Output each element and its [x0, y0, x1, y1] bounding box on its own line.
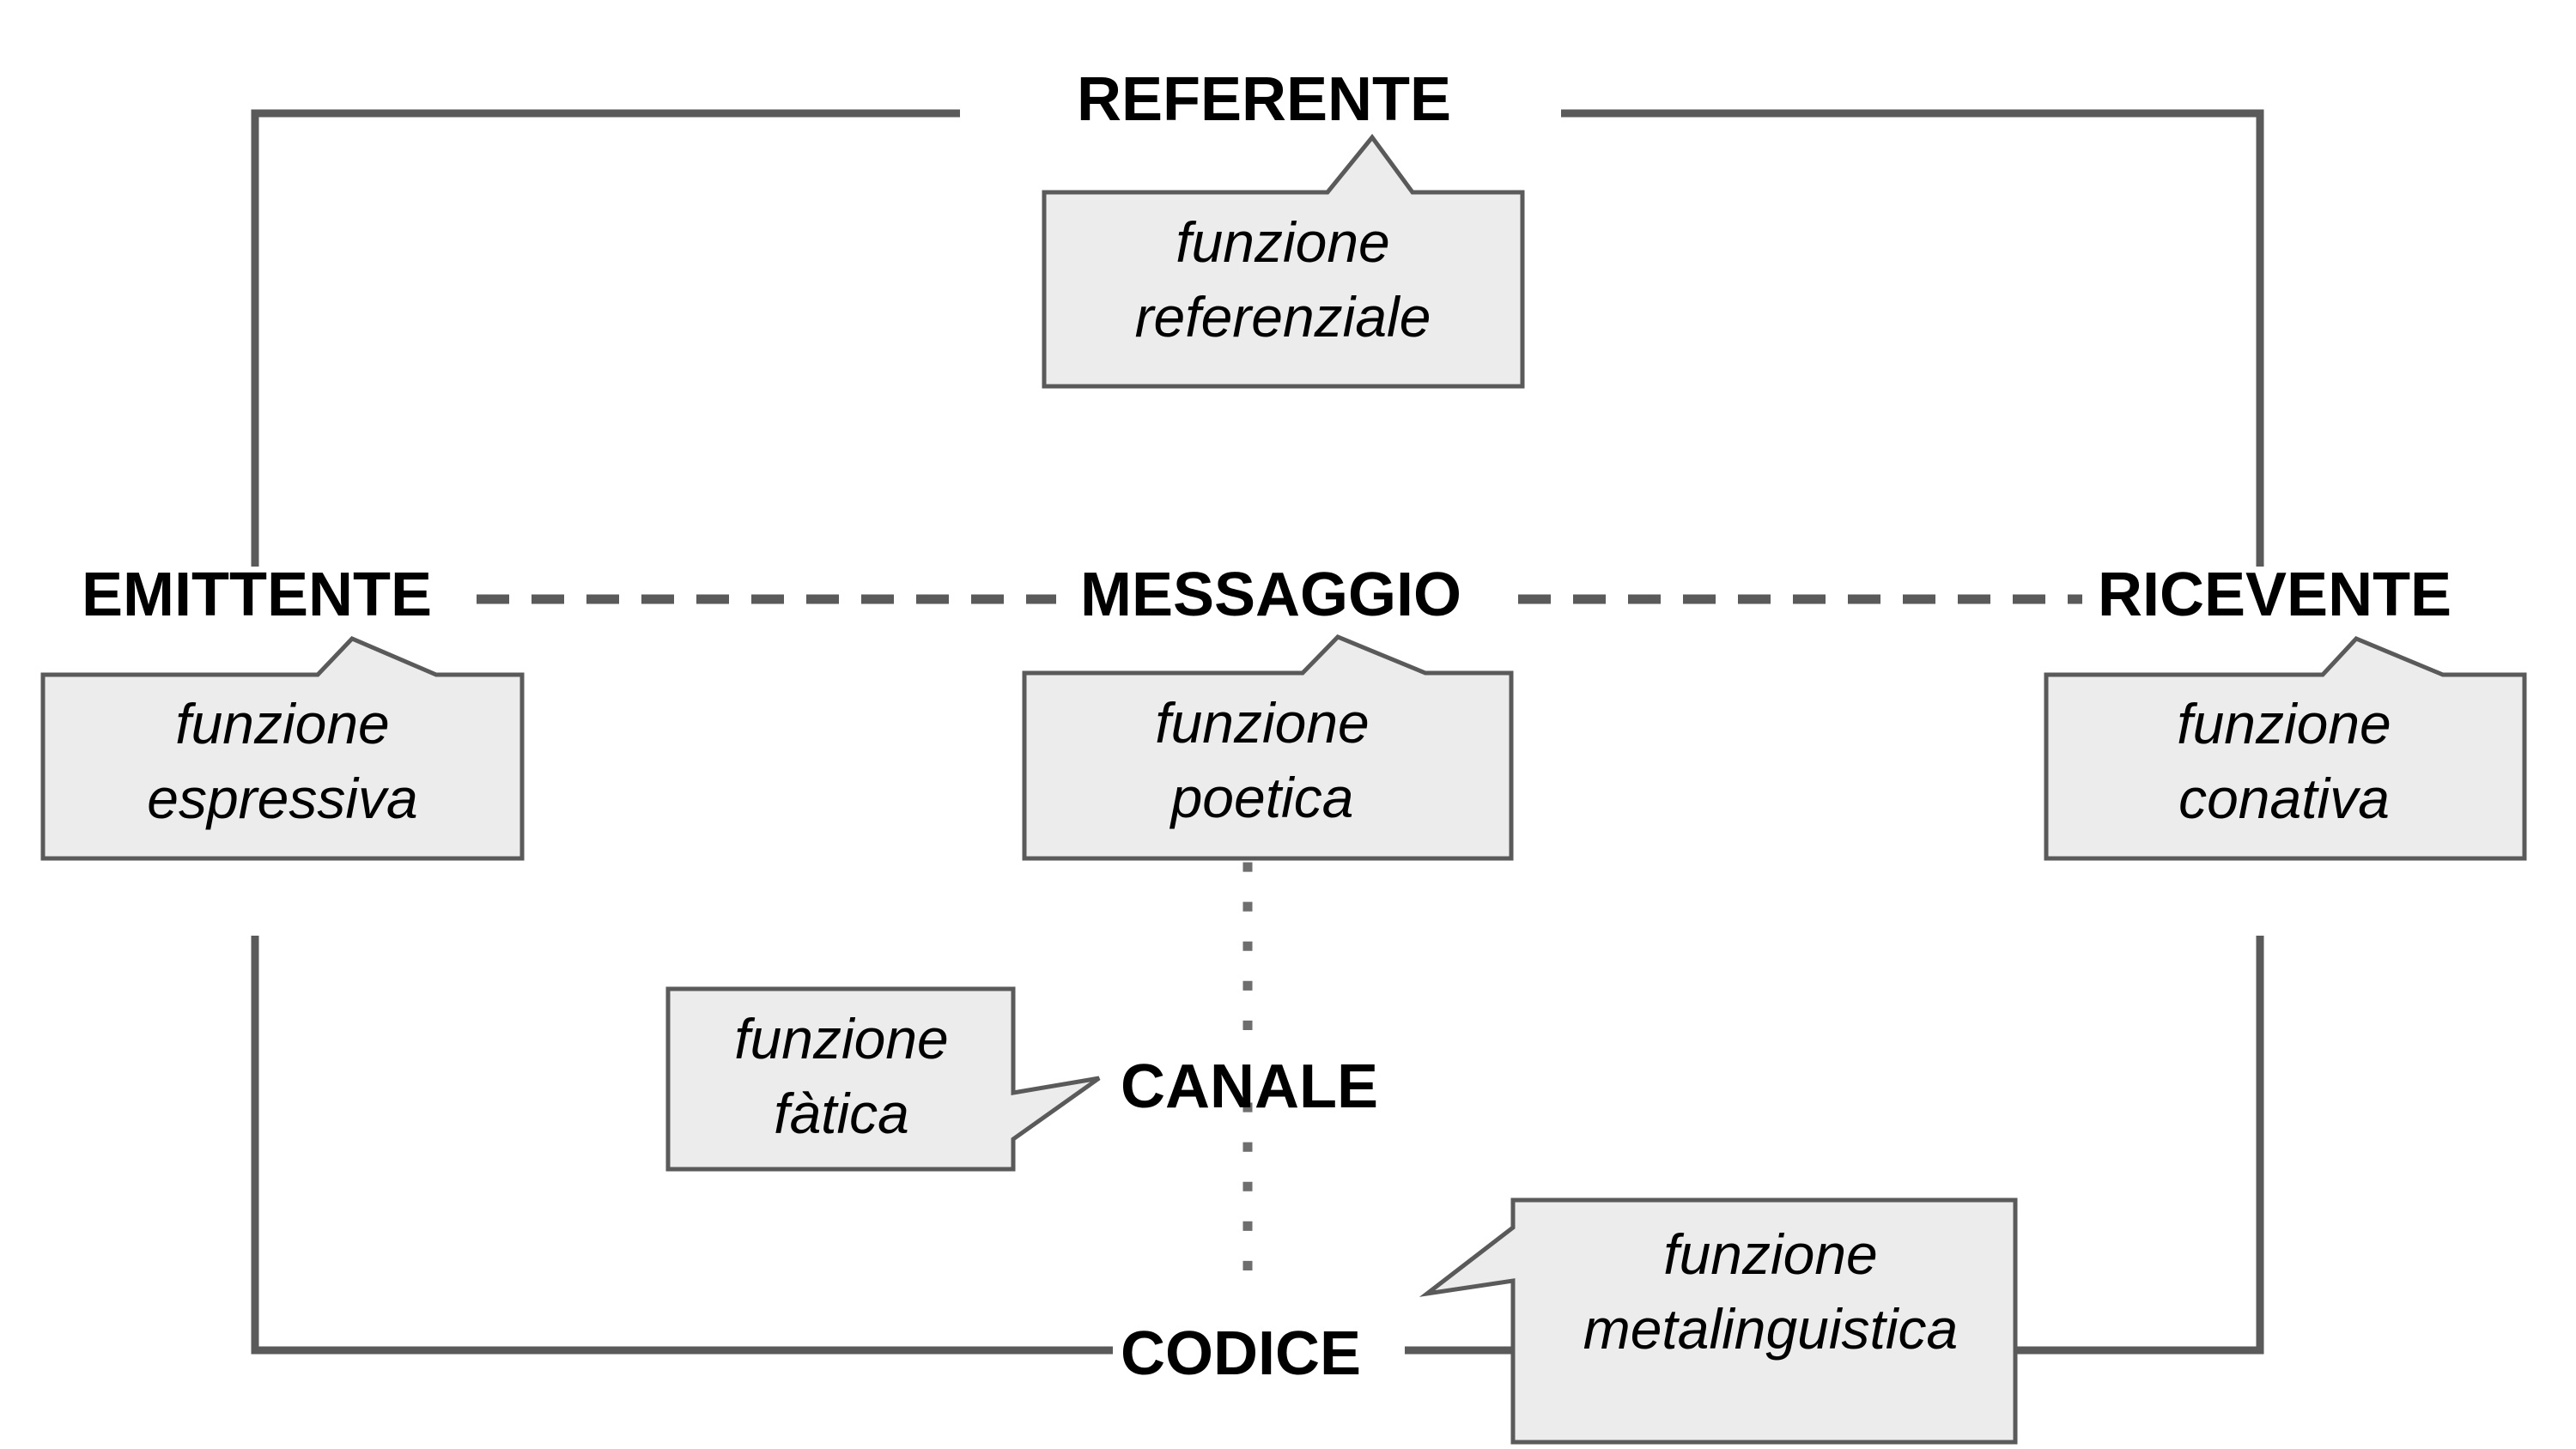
- node-label-codice: CODICE: [1121, 1319, 1361, 1388]
- callout-shape-referenziale: [1042, 133, 1525, 389]
- callout-espressiva: funzione espressiva: [40, 636, 525, 861]
- callout-conativa: funzione conativa: [2044, 636, 2527, 861]
- callout-line-espressiva-1: funzione: [175, 692, 390, 755]
- callout-line-metalinguistica-1: funzione: [1663, 1222, 1878, 1286]
- callout-shape-metalinguistica: [1419, 1197, 2018, 1445]
- callout-shape-fatica: [665, 986, 1101, 1172]
- node-label-referente: REFERENTE: [1077, 65, 1451, 134]
- callout-shape-conativa: [2044, 636, 2527, 861]
- node-label-emittente: EMITTENTE: [82, 561, 432, 629]
- callout-line-referenziale-2: referenziale: [1135, 285, 1431, 349]
- node-label-ricevente: RICEVENTE: [2098, 561, 2451, 629]
- callout-shape-espressiva: [40, 636, 525, 861]
- callout-line-fatica-2: fàtica: [774, 1082, 909, 1145]
- callout-metalinguistica: funzione metalinguistica: [1419, 1197, 2018, 1445]
- callout-line-espressiva-2: espressiva: [147, 767, 417, 830]
- callout-line-poetica-1: funzione: [1155, 691, 1370, 755]
- callout-line-fatica-1: funzione: [734, 1007, 949, 1070]
- callout-line-metalinguistica-2: metalinguistica: [1583, 1297, 1959, 1361]
- callout-poetica: funzione poetica: [1022, 634, 1514, 861]
- callout-referenziale: funzione referenziale: [1042, 133, 1525, 389]
- callout-line-conativa-2: conativa: [2178, 767, 2390, 830]
- bracket-referente-left: [251, 109, 960, 567]
- callout-fatica: funzione fàtica: [665, 986, 1101, 1172]
- bracket-referente-right: [1561, 109, 2264, 567]
- callout-line-poetica-2: poetica: [1170, 766, 1354, 829]
- node-label-messaggio: MESSAGGIO: [1080, 561, 1461, 629]
- node-label-canale: CANALE: [1121, 1052, 1378, 1121]
- callout-shape-poetica: [1022, 634, 1514, 861]
- bracket-codice-left: [251, 936, 1113, 1355]
- callout-line-referenziale-1: funzione: [1176, 210, 1390, 274]
- callout-line-conativa-1: funzione: [2177, 692, 2391, 755]
